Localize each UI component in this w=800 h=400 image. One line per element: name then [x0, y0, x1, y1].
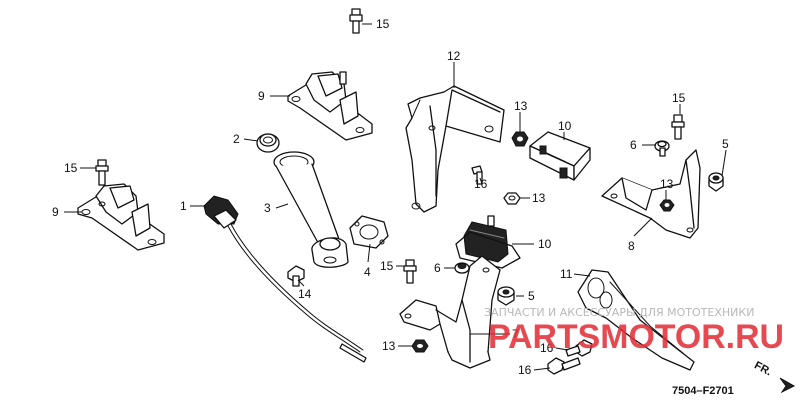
- collar-5-middle: [497, 286, 515, 306]
- nut-13-middle: [503, 192, 521, 205]
- mount-bracket-9-upper: [287, 71, 373, 141]
- callout-12: 12: [447, 49, 461, 63]
- callout-5-right: 5: [722, 137, 729, 151]
- bolt-15-right: [671, 114, 685, 140]
- washer-6-middle: [454, 262, 470, 274]
- callout-6-middle: 6: [434, 261, 441, 275]
- bracket-12: [405, 85, 505, 213]
- dipstick-1: [203, 195, 367, 363]
- callout-6-right: 6: [630, 138, 637, 152]
- callout-4: 4: [364, 265, 371, 279]
- bolt-16-middle: [471, 165, 483, 185]
- bolt-14: [287, 265, 305, 287]
- bracket-7: [399, 255, 501, 369]
- watermark-caption: ЗАПЧАСТИ И АКСЕССУАРЫ ДЛЯ МОТОТЕХНИКИ: [484, 306, 754, 319]
- callout-9-upper: 9: [258, 89, 265, 103]
- bracket-8: [601, 149, 701, 239]
- callout-7: 7: [512, 327, 519, 341]
- collar-5-right: [708, 172, 724, 192]
- watermark: ЗАПЧАСТИ И АКСЕССУАРЫ ДЛЯ МОТОТЕХНИКИ PA…: [484, 306, 784, 356]
- callout-15-top: 15: [376, 17, 390, 31]
- callout-15-right: 15: [672, 91, 686, 105]
- nut-13-right: [659, 199, 675, 212]
- callout-3: 3: [264, 201, 271, 215]
- gasket-4: [349, 215, 389, 249]
- callout-labels: 15 12 9 2 13 10 15 6 5 15 9 1 3 16 13 13…: [52, 17, 729, 377]
- mount-bracket-9-lower: [77, 183, 165, 251]
- bracket-11: [577, 269, 695, 371]
- leader-lines: [64, 23, 727, 371]
- callout-2: 2: [233, 132, 240, 146]
- callout-16-lower-b: 16: [518, 363, 532, 377]
- bolt-16-lower-a: [565, 339, 593, 357]
- callout-15-lower: 15: [380, 259, 394, 273]
- callout-13-lower: 13: [382, 339, 396, 353]
- callout-5-middle: 5: [528, 289, 535, 303]
- front-arrow: FR.: [752, 359, 796, 394]
- bolt-16-lower-b: [547, 357, 581, 375]
- filler-tube-3: [273, 151, 349, 268]
- callout-10-upper: 10: [558, 119, 572, 133]
- callout-1: 1: [180, 199, 187, 213]
- callout-13-middle: 13: [532, 191, 546, 205]
- nut-13-upper: [511, 131, 529, 147]
- callout-8: 8: [628, 239, 635, 253]
- callout-13-upper: 13: [514, 99, 528, 113]
- watermark-brand: PARTSMOTOR.RU: [488, 318, 784, 356]
- bolt-15-top: [349, 8, 363, 34]
- callout-10-lower: 10: [538, 237, 552, 251]
- nut-13-lower: [411, 339, 429, 353]
- bolt-15-lower: [403, 259, 417, 284]
- bolt-15-left: [95, 159, 109, 186]
- callout-14: 14: [298, 287, 312, 301]
- grommet-2: [256, 133, 280, 153]
- washer-6-right: [654, 140, 670, 157]
- callout-15-left: 15: [64, 161, 78, 175]
- callout-9-lower: 9: [52, 205, 59, 219]
- rubber-mount-10-lower: [455, 215, 521, 269]
- rubber-mount-10-upper: [529, 131, 591, 181]
- front-marker: FR.: [752, 359, 773, 378]
- callout-16-middle: 16: [474, 177, 488, 191]
- callout-11: 11: [560, 267, 573, 281]
- callout-16-lower-a: 16: [540, 341, 554, 355]
- diagram-code: 7504–F2701: [672, 385, 734, 397]
- callout-13-right: 13: [660, 177, 674, 191]
